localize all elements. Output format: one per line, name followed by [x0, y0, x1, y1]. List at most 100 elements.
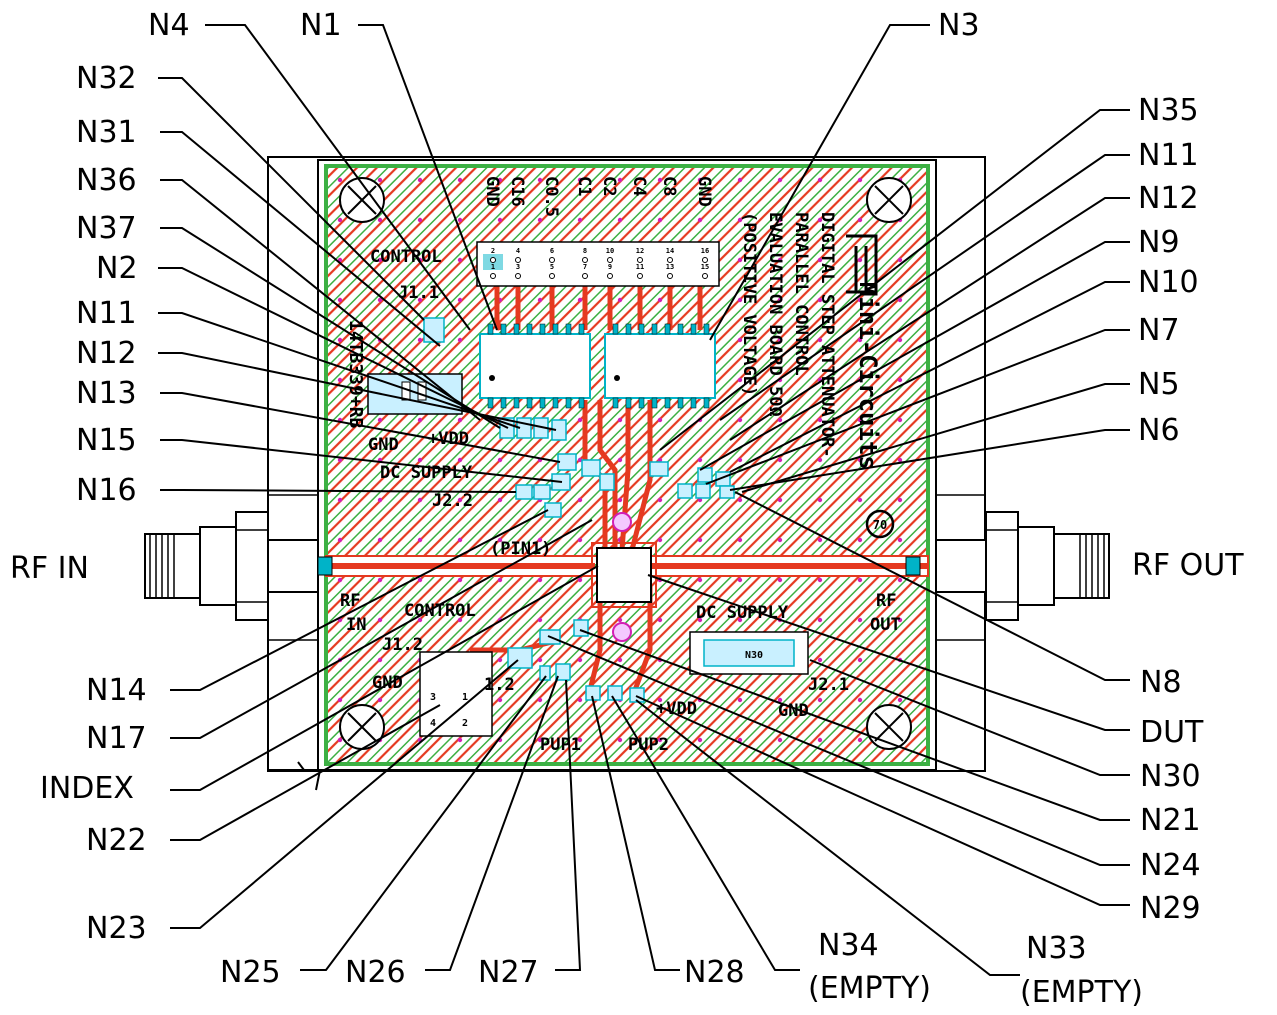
callout-n14: N14 [86, 673, 147, 708]
callout-n7: N7 [1138, 313, 1180, 348]
ic-pin [677, 323, 684, 335]
ic-pin [690, 323, 697, 335]
j1-2-short-label: 1.2 [484, 675, 515, 695]
ic-pin [612, 397, 619, 409]
rf-out-board-label-2: OUT [870, 615, 901, 635]
pup1-label: PUP1 [540, 735, 581, 755]
callout-n23: N23 [86, 911, 147, 946]
control-pin-label: C1 [574, 176, 594, 196]
rf-out-connector [935, 511, 1110, 621]
header-pin-hole [515, 257, 521, 263]
header-pin-hole [667, 257, 673, 263]
control-pin-label: GND [482, 176, 502, 207]
ic-pin [625, 323, 632, 335]
rf-in-label: RF IN [10, 551, 89, 586]
header-pin-hole [607, 273, 613, 279]
rf-in-board-label-2: IN [346, 615, 366, 635]
dc-supply-bottom-label: DC SUPPLY [696, 603, 789, 623]
header-pin-number: 12 [636, 247, 644, 255]
header-pin-number: 14 [666, 247, 674, 255]
lower-pin-1: 1 [462, 692, 468, 703]
control-header-label: CONTROL [370, 247, 442, 267]
ic-pin [651, 323, 658, 335]
ic-pin [703, 397, 710, 409]
pup2-label: PUP2 [628, 735, 669, 755]
ic-pin [703, 323, 710, 335]
rf-out-board-label: RF [876, 591, 896, 611]
ic-pin [487, 397, 494, 409]
callout-n8: N8 [1140, 665, 1182, 700]
ic-left [479, 333, 591, 399]
ic-pin [677, 397, 684, 409]
header-pin-number: 7 [583, 263, 587, 271]
ic-pin [565, 323, 572, 335]
callout-n30: N30 [1140, 759, 1201, 794]
callout-n34-note: (EMPTY) [808, 971, 931, 1006]
header-pin-number: 16 [701, 247, 709, 255]
header-pin-hole [637, 257, 643, 263]
header-pin-number: 13 [666, 263, 674, 271]
control-connector-lower: 3 1 4 2 [419, 651, 493, 737]
pin1-label: (PIN1) [490, 539, 551, 559]
header-pin-hole [637, 273, 643, 279]
control-header [476, 241, 720, 287]
callout-n34: N34 [818, 928, 879, 963]
screw-icon [866, 177, 912, 223]
ic-pin [664, 397, 671, 409]
ic-pin [552, 323, 559, 335]
callout-n13: N13 [76, 376, 137, 411]
callout-n5: N5 [1138, 367, 1180, 402]
mini-circuits-logo: 70 [846, 234, 895, 539]
callout-n29: N29 [1140, 891, 1201, 926]
vdd-bottom-label: +VDD [656, 699, 697, 719]
header-pin-number: 4 [516, 247, 520, 255]
ic-pin [638, 397, 645, 409]
callout-n6: N6 [1138, 413, 1180, 448]
control-pin-label: C2 [599, 176, 619, 196]
callout-n12-left: N12 [76, 336, 137, 371]
header-pin-hole [702, 257, 708, 263]
ic-pin [565, 397, 572, 409]
header-pin-number: 1 [491, 263, 495, 271]
n30-board-label: N30 [745, 650, 763, 661]
ic-pins [487, 323, 710, 409]
callout-n24: N24 [1140, 848, 1201, 883]
callout-n11-left: N11 [76, 296, 137, 331]
callout-labels: N4 N1 N3 N32 N35 N31 N11 N36 N12 N37 N9 … [40, 8, 1204, 1010]
callout-n31: N31 [76, 115, 137, 150]
ic-pin [578, 323, 585, 335]
ic-pin [552, 397, 559, 409]
callout-n33-note: (EMPTY) [1020, 975, 1143, 1010]
callout-n25: N25 [220, 955, 281, 990]
ic-pin [578, 397, 585, 409]
gnd-label: GND [368, 435, 399, 455]
callout-n33: N33 [1026, 931, 1087, 966]
callout-n2: N2 [96, 251, 138, 286]
callout-n10: N10 [1138, 265, 1199, 300]
ic-pin [526, 397, 533, 409]
header-pin-number: 15 [701, 263, 709, 271]
callout-dut: DUT [1140, 715, 1204, 750]
callout-n15: N15 [76, 423, 137, 458]
ic-pin [690, 397, 697, 409]
callout-n16: N16 [76, 473, 137, 508]
dut-chip [591, 512, 657, 642]
callout-n36: N36 [76, 163, 137, 198]
board-title-line1: DIGITAL STEP ATTENUATOR- [817, 212, 837, 458]
callout-n11-right: N11 [1138, 138, 1199, 173]
control-pin-label: C0.5 [541, 176, 561, 217]
header-pin-number: 2 [491, 247, 495, 255]
ic-pin [539, 323, 546, 335]
lower-pin-2: 2 [462, 718, 468, 729]
ic-pin [500, 323, 507, 335]
callout-n9: N9 [1138, 225, 1180, 260]
ic-pin [513, 397, 520, 409]
screw-icon [339, 177, 385, 223]
header-pin-hole [490, 257, 496, 263]
callout-index: INDEX [40, 771, 134, 806]
dc-supply-label: DC SUPPLY [380, 463, 473, 483]
ic-right [604, 333, 716, 399]
board-title-line4: (POSITIVE VOLTAGE) [739, 212, 759, 396]
header-pin-number: 11 [636, 263, 644, 271]
